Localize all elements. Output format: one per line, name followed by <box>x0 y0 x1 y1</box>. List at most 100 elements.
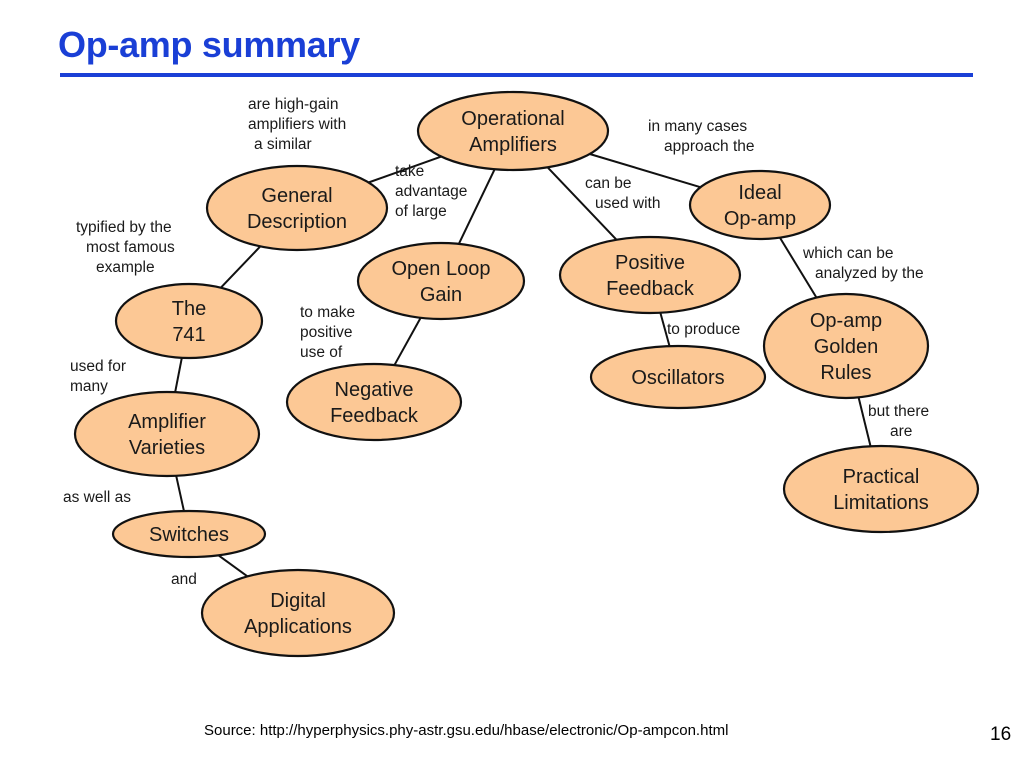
node-label-line: Description <box>247 211 347 233</box>
edge-positive-oscillators <box>659 312 671 347</box>
node-label-line: Switches <box>149 524 229 546</box>
node-label-line: Ideal <box>738 182 781 204</box>
node-ellipse <box>73 390 261 478</box>
node-label: Oscillators <box>631 367 724 389</box>
node-ellipse <box>200 568 396 658</box>
node-ellipse <box>356 241 526 321</box>
node-label-line: General <box>261 185 332 207</box>
edge-label-switches-digital: and <box>171 571 197 588</box>
edge-label-line: to produce <box>667 321 740 338</box>
node-ellipse <box>111 509 267 559</box>
node-ellipse <box>416 90 610 172</box>
edge-label-line: in many cases <box>648 118 747 135</box>
node-label-line: Limitations <box>833 492 929 514</box>
edge-openloop-negative <box>393 317 422 366</box>
edge-label-opamps-positive: can be used with <box>585 175 660 212</box>
edge-opamps-positive <box>546 166 618 241</box>
edge-label-line: used for <box>70 358 126 375</box>
node-label-line: Amplifier <box>128 411 206 433</box>
edge-opamps-openloop <box>457 168 496 245</box>
edge-label-line: take <box>395 163 424 180</box>
edge-general-the741 <box>220 245 262 289</box>
edge-golden-practical <box>857 397 872 447</box>
node-label-line: Op-amp <box>724 208 796 230</box>
edge-label-line: are <box>890 423 912 440</box>
node-label: The 741 <box>172 298 206 346</box>
node-ellipse <box>589 344 767 410</box>
edge-label-line: positive <box>300 324 353 341</box>
edge-label-line: of large <box>395 203 447 220</box>
node-ellipse <box>688 169 832 241</box>
node-label: Switches <box>149 524 229 546</box>
node-label-line: Feedback <box>330 405 419 427</box>
edge-label-line: approach the <box>664 138 755 155</box>
edge-label-line: typified by the <box>76 219 172 236</box>
node-label-line: Oscillators <box>631 367 724 389</box>
edge-label-ideal-golden: which can be analyzed by the <box>802 245 924 282</box>
edge-label-line: analyzed by the <box>815 265 924 282</box>
node-switches: Switches <box>111 509 267 559</box>
slide-title: Op-amp summary <box>58 24 360 65</box>
edge-label-line: use of <box>300 344 343 361</box>
edge-opamps-general <box>368 155 442 184</box>
node-label-line: Operational <box>461 108 564 130</box>
node-label-line: Applications <box>244 616 352 638</box>
node-label-line: Positive <box>615 252 685 274</box>
edge-label-line: but there <box>868 403 929 420</box>
node-label-line: 741 <box>172 324 205 346</box>
edge-opamps-ideal <box>589 153 701 189</box>
edge-label-positive-oscillators: to produce <box>667 321 740 338</box>
node-ellipse <box>782 444 980 534</box>
edge-label-line: example <box>96 259 155 276</box>
node-label-line: Negative <box>335 379 414 401</box>
edge-the741-varieties <box>174 357 183 393</box>
edge-label-opamps-ideal: in many cases approach the <box>648 118 755 155</box>
edge-ideal-golden <box>779 237 818 299</box>
node-label-line: Digital <box>270 590 326 612</box>
edge-label-line: are high-gain <box>248 96 338 113</box>
node-label-line: Golden <box>814 336 879 358</box>
node-label-line: Amplifiers <box>469 134 557 156</box>
node-label-line: The <box>172 298 206 320</box>
node-ellipse <box>114 282 264 360</box>
edge-label-line: and <box>171 571 197 588</box>
node-label-line: Op-amp <box>810 310 882 332</box>
edge-label-line: as well as <box>63 489 131 506</box>
source-citation: Source: http://hyperphysics.phy-astr.gsu… <box>204 722 729 739</box>
edge-label-line: which can be <box>802 245 893 262</box>
node-label-line: Practical <box>843 466 920 488</box>
node-ellipse <box>558 235 742 315</box>
node-ellipse <box>285 362 463 442</box>
node-ellipse <box>762 292 930 400</box>
edge-label-line: advantage <box>395 183 467 200</box>
edge-label-line: used with <box>595 195 660 212</box>
edge-label-golden-practical: but there are <box>868 403 929 440</box>
node-label-line: Gain <box>420 284 462 306</box>
node-label-line: Open Loop <box>392 258 491 280</box>
edge-label-line: can be <box>585 175 632 192</box>
edge-varieties-switches <box>175 475 185 512</box>
edge-label-varieties-switches: as well as <box>63 489 131 506</box>
node-oscillators: Oscillators <box>589 344 767 410</box>
